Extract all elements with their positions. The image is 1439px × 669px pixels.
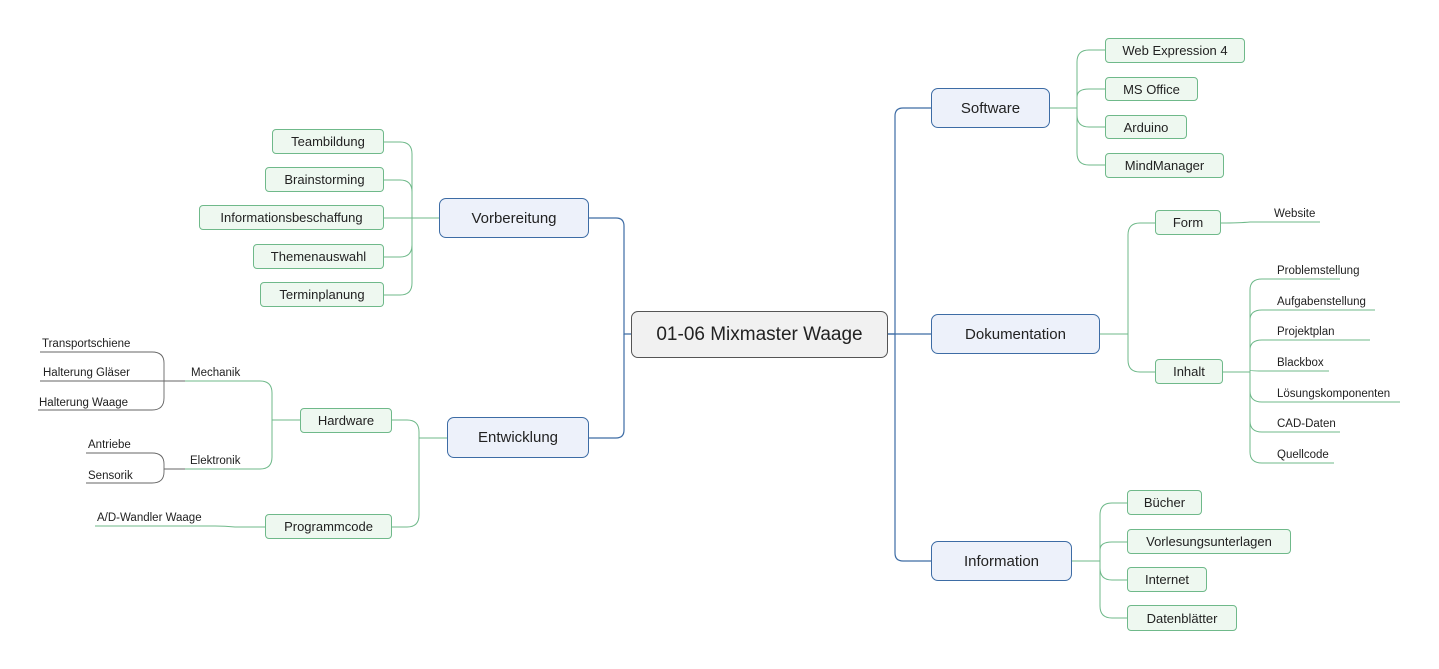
connector-vorlesung bbox=[1099, 541, 1127, 561]
connector-antriebe bbox=[86, 452, 185, 470]
leaf-mechanik[interactable]: Mechanik bbox=[191, 367, 241, 379]
connector-halterung-waage bbox=[38, 381, 165, 411]
topic-vorbereitung[interactable]: Vorbereitung bbox=[439, 198, 589, 238]
connector-inhalt bbox=[1127, 334, 1155, 373]
subtopic-informationsbeschaffung[interactable]: Informationsbeschaffung bbox=[199, 205, 384, 230]
leaf-website[interactable]: Website bbox=[1274, 208, 1316, 220]
subtopic-terminplanung[interactable]: Terminplanung bbox=[260, 282, 384, 307]
subtopic-hardware[interactable]: Hardware bbox=[300, 408, 392, 433]
connector-form bbox=[1100, 222, 1155, 335]
connector-entwicklung bbox=[589, 334, 625, 439]
connector-programmcode bbox=[392, 438, 420, 528]
leaf-projektplan[interactable]: Projektplan bbox=[1277, 326, 1335, 338]
connector-projektplan bbox=[1249, 339, 1370, 351]
leaf-ad-wandler[interactable]: A/D-Wandler Waage bbox=[97, 512, 202, 524]
connector-aufgabenstellung bbox=[1249, 309, 1375, 321]
connector-terminplanung bbox=[384, 218, 413, 296]
topic-information[interactable]: Information bbox=[931, 541, 1072, 581]
connector-software bbox=[888, 107, 931, 335]
subtopic-inhalt[interactable]: Inhalt bbox=[1155, 359, 1223, 384]
connector-buecher bbox=[1072, 502, 1127, 562]
connector-transportschiene bbox=[40, 351, 185, 382]
subtopic-buecher[interactable]: Bücher bbox=[1127, 490, 1202, 515]
leaf-transportschiene[interactable]: Transportschiene bbox=[42, 338, 131, 350]
leaf-elektronik[interactable]: Elektronik bbox=[190, 455, 241, 467]
subtopic-brainstorming[interactable]: Brainstorming bbox=[265, 167, 384, 192]
subtopic-web-expression[interactable]: Web Expression 4 bbox=[1105, 38, 1245, 63]
leaf-sensorik[interactable]: Sensorik bbox=[88, 470, 133, 482]
subtopic-themenauswahl[interactable]: Themenauswahl bbox=[253, 244, 384, 269]
connector-web-expression bbox=[1050, 49, 1105, 109]
connector-problemstellung bbox=[1223, 278, 1340, 373]
connector-mechanik bbox=[185, 380, 300, 421]
subtopic-vorlesungsunterlagen[interactable]: Vorlesungsunterlagen bbox=[1127, 529, 1291, 554]
connector-brainstorming bbox=[384, 179, 413, 218]
connector-ms-office bbox=[1076, 88, 1105, 108]
connector-blackbox bbox=[1249, 369, 1329, 372]
connector-quellcode bbox=[1249, 421, 1334, 464]
leaf-aufgabenstellung[interactable]: Aufgabenstellung bbox=[1277, 296, 1366, 308]
subtopic-arduino[interactable]: Arduino bbox=[1105, 115, 1187, 139]
subtopic-internet[interactable]: Internet bbox=[1127, 567, 1207, 592]
leaf-halterung-glaeser[interactable]: Halterung Gläser bbox=[43, 367, 130, 379]
connector-internet bbox=[1099, 561, 1127, 581]
subtopic-mindmanager[interactable]: MindManager bbox=[1105, 153, 1224, 178]
subtopic-teambildung[interactable]: Teambildung bbox=[272, 129, 384, 154]
connector-themenauswahl bbox=[384, 218, 413, 258]
leaf-cad-daten[interactable]: CAD-Daten bbox=[1277, 418, 1336, 430]
topic-software[interactable]: Software bbox=[931, 88, 1050, 128]
leaf-halterung-waage[interactable]: Halterung Waage bbox=[39, 397, 129, 409]
connector-ad-wandler bbox=[95, 525, 265, 528]
subtopic-datenblaetter[interactable]: Datenblätter bbox=[1127, 605, 1237, 631]
connector-datenblaetter bbox=[1099, 561, 1127, 619]
leaf-problemstellung[interactable]: Problemstellung bbox=[1277, 265, 1360, 277]
leaf-blackbox[interactable]: Blackbox bbox=[1277, 357, 1324, 369]
leaf-loesungskomponenten[interactable]: Lösungskomponenten bbox=[1277, 388, 1391, 400]
leaf-antriebe[interactable]: Antriebe bbox=[88, 439, 131, 451]
subtopic-programmcode[interactable]: Programmcode bbox=[265, 514, 392, 539]
subtopic-ms-office[interactable]: MS Office bbox=[1105, 77, 1198, 101]
connector-arduino bbox=[1076, 108, 1105, 128]
connector-information bbox=[894, 334, 931, 562]
connector-teambildung bbox=[384, 141, 439, 219]
central-topic[interactable]: 01-06 Mixmaster Waage bbox=[631, 311, 888, 358]
connector-elektronik bbox=[185, 420, 273, 470]
connector-sensorik bbox=[86, 469, 165, 484]
topic-dokumentation[interactable]: Dokumentation bbox=[931, 314, 1100, 354]
topic-entwicklung[interactable]: Entwicklung bbox=[447, 417, 589, 458]
connector-website bbox=[1220, 221, 1320, 224]
connector-vorbereitung bbox=[589, 217, 631, 335]
leaf-quellcode[interactable]: Quellcode bbox=[1277, 449, 1329, 461]
connector-hardware bbox=[392, 419, 447, 439]
connector-mindmanager bbox=[1076, 108, 1105, 166]
subtopic-form[interactable]: Form bbox=[1155, 210, 1221, 235]
